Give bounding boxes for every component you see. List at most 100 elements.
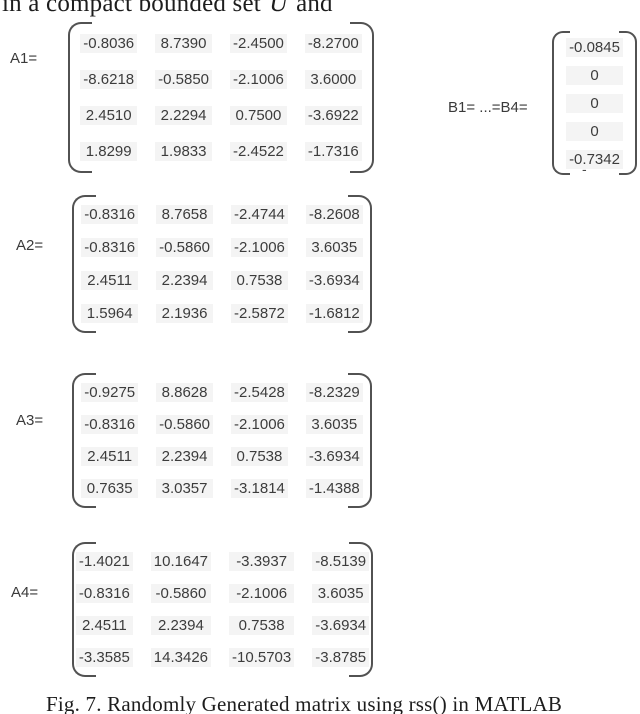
matrix-cell: -2.4500 (230, 33, 287, 53)
matrix-cell: -0.5860 (156, 414, 213, 434)
matrix-a4-grid: -1.4021 10.1647 -3.3937 -8.5139 -0.8316 -0.58… (75, 545, 370, 674)
matrix-cell: -1.4021 (75, 551, 133, 571)
right-bracket-icon (349, 542, 373, 677)
matrix-cell: -3.8785 (312, 648, 370, 668)
matrix-a4-label: A4= (11, 584, 39, 601)
matrix-cell: -0.5860 (156, 238, 213, 257)
matrix-cell: -3.6922 (304, 106, 362, 126)
matrix-cell: 2.4511 (81, 447, 139, 467)
matrix-cell: 2.4511 (75, 616, 133, 636)
matrix-cell: 2.2394 (156, 447, 213, 467)
matrix-cell: -0.8316 (75, 583, 133, 603)
matrix-cell: 2.1936 (156, 304, 213, 323)
matrix-cell: 1.5964 (81, 304, 139, 323)
matrix-cell: 2.4511 (81, 271, 139, 290)
matrix-cell: 1.8299 (80, 142, 138, 162)
matrix-cell: -8.2700 (304, 33, 362, 53)
matrix-cell: 0.7538 (231, 447, 288, 467)
matrix-cell: 0 (566, 93, 623, 113)
matrix-cell: -2.1006 (231, 238, 288, 257)
matrix-a3-label: A3= (16, 412, 44, 429)
matrix-cell: 8.7658 (156, 205, 213, 224)
matrix-cell: -0.5850 (155, 69, 212, 89)
matrix-cell: -0.9275 (81, 382, 139, 402)
matrix-cell: 8.7390 (155, 33, 212, 53)
matrix-a3: -0.9275 8.8628 -2.5428 -8.2329 -0.8316 -0.586… (72, 373, 372, 508)
figure-caption: Fig. 7. Randomly Generated matrix using … (46, 692, 563, 714)
b-vector-grid: -0.0845 0 0 0 -0.7342 (566, 33, 623, 173)
matrix-cell: 3.6035 (312, 583, 370, 603)
matrix-cell: -0.8316 (81, 414, 139, 434)
matrix-cell: 8.8628 (156, 382, 213, 402)
right-bracket-icon (619, 31, 637, 175)
matrix-a4: -1.4021 10.1647 -3.3937 -8.5139 -0.8316 -0.58… (72, 542, 373, 677)
left-bracket-icon (68, 22, 92, 173)
matrix-cell: 0.7500 (230, 106, 287, 126)
matrix-cell: -0.5860 (150, 583, 212, 603)
body-text-line: in a compact bounded set U and (2, 0, 333, 18)
matrix-cell: -3.6934 (305, 271, 363, 290)
matrix-cell: 1.9833 (155, 142, 212, 162)
matrix-cell: 2.2394 (156, 271, 213, 290)
matrix-cell: -8.2608 (305, 205, 363, 224)
matrix-cell: -3.6934 (305, 447, 363, 467)
matrix-cell: 0.7538 (229, 616, 295, 636)
matrix-cell: -8.2329 (305, 382, 363, 402)
matrix-cell: -1.6812 (305, 304, 363, 323)
math-variable-u: U (269, 0, 288, 17)
matrix-a1-grid: -0.8036 8.7390 -2.4500 -8.2700 -8.6218 -0.585… (80, 25, 362, 170)
body-text-pre: in a compact bounded set (2, 0, 261, 17)
matrix-cell: 14.3426 (150, 648, 212, 668)
matrix-a1-label: A1= (10, 50, 38, 67)
matrix-cell: 3.6035 (305, 238, 363, 257)
matrix-cell: -1.4388 (305, 479, 363, 499)
b-vector: -0.0845 0 0 0 -0.7342 - (552, 31, 637, 177)
matrix-cell: 0.7635 (81, 479, 139, 499)
matrix-a1: -0.8036 8.7390 -2.4500 -8.2700 -8.6218 -0.585… (68, 22, 374, 173)
matrix-cell: -2.1006 (230, 69, 287, 89)
matrix-cell: 2.2294 (155, 106, 212, 126)
matrix-cell: -3.6934 (312, 616, 370, 636)
matrix-cell: -3.3937 (229, 551, 295, 571)
left-bracket-icon (552, 31, 570, 175)
matrix-cell: 2.2394 (150, 616, 212, 636)
matrix-cell: -2.5428 (231, 382, 288, 402)
left-bracket-icon (72, 373, 96, 508)
right-bracket-icon (348, 373, 372, 508)
matrix-cell: -3.1814 (231, 479, 288, 499)
matrix-cell: 0.7538 (231, 271, 288, 290)
matrix-cell: 2.4510 (80, 106, 138, 126)
matrix-a2: -0.8316 8.7658 -2.4744 -8.2608 -0.8316 -0.586… (72, 195, 372, 333)
matrix-a3-grid: -0.9275 8.8628 -2.5428 -8.2329 -0.8316 -0.586… (81, 376, 363, 505)
matrix-a2-label: A2= (16, 237, 44, 254)
matrix-cell: 10.1647 (150, 551, 212, 571)
left-bracket-icon (72, 542, 96, 677)
stray-dash: - (582, 161, 587, 177)
matrix-cell: 0 (566, 65, 623, 85)
right-bracket-icon (350, 22, 374, 173)
matrix-cell: -10.5703 (229, 648, 295, 668)
matrix-cell: -8.6218 (80, 69, 138, 89)
matrix-a2-grid: -0.8316 8.7658 -2.4744 -8.2608 -0.8316 -0.586… (81, 198, 363, 330)
matrix-cell: -0.8036 (80, 33, 138, 53)
matrix-cell: -0.8316 (81, 205, 139, 224)
matrix-cell: -0.7342 (566, 149, 623, 169)
matrix-cell: -0.0845 (566, 37, 623, 57)
matrix-cell: 3.6000 (304, 69, 362, 89)
matrix-cell: -2.1006 (229, 583, 295, 603)
matrix-cell: 0 (566, 121, 623, 141)
matrix-cell: -1.7316 (304, 142, 362, 162)
matrix-cell: -2.1006 (231, 414, 288, 434)
matrix-cell: -3.3585 (75, 648, 133, 668)
matrix-cell: 3.6035 (305, 414, 363, 434)
matrix-cell: -0.8316 (81, 238, 139, 257)
right-bracket-icon (348, 195, 372, 333)
matrix-cell: -8.5139 (312, 551, 370, 571)
left-bracket-icon (72, 195, 96, 333)
matrix-cell: -2.5872 (231, 304, 288, 323)
body-text-post: and (296, 0, 333, 17)
matrix-cell: -2.4744 (231, 205, 288, 224)
b-vector-label: B1= ...=B4= (448, 99, 528, 116)
matrix-cell: 3.0357 (156, 479, 213, 499)
